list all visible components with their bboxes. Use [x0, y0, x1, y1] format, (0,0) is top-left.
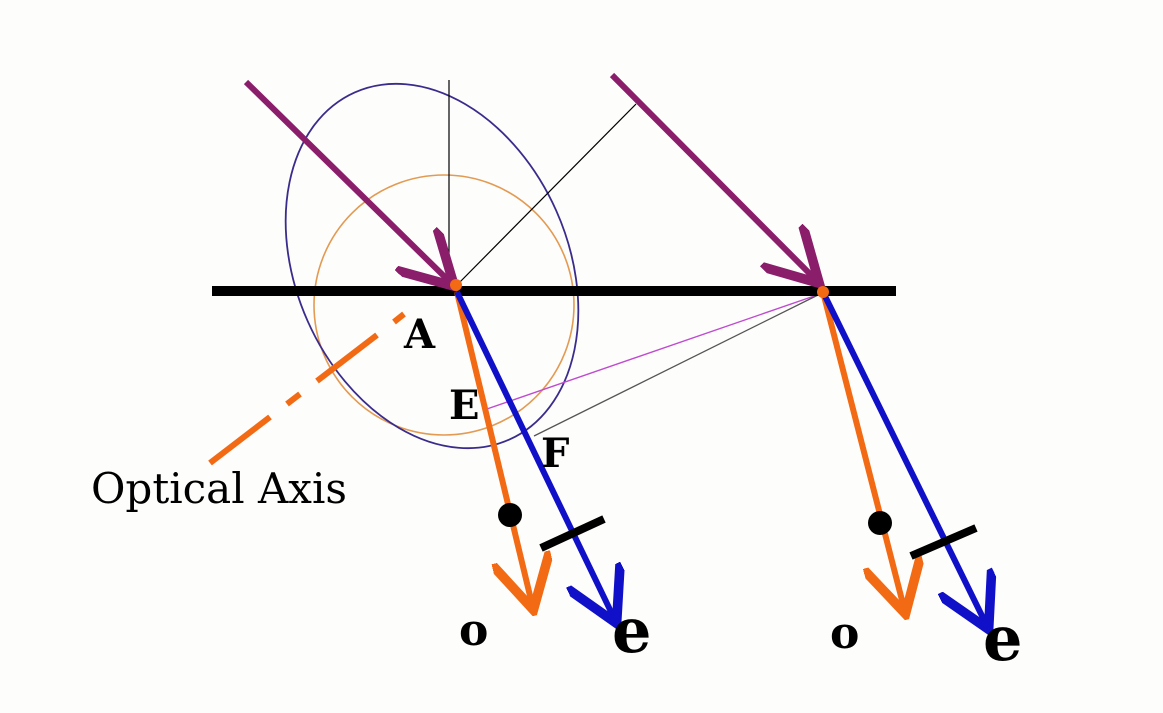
tangent-line-e — [483, 293, 821, 411]
label-optical-axis: Optical Axis — [91, 464, 347, 513]
label-point-e: E — [449, 382, 480, 429]
optical-axis-line — [208, 311, 406, 466]
extraordinary-ray-right — [820, 290, 986, 624]
incident-ray-right — [609, 72, 815, 279]
polarization-dot-left — [498, 503, 522, 527]
extraordinary-wavefront-ellipse — [284, 82, 580, 450]
ordinary-ray-right — [820, 291, 904, 608]
label-point-a: A — [403, 311, 436, 358]
polarization-dot-right — [868, 511, 892, 535]
polarization-bar-left — [539, 515, 606, 552]
incident-ray-left — [243, 79, 450, 282]
polarization-bar-right — [909, 524, 978, 560]
label-extraordinary-left: e — [612, 594, 651, 667]
extraordinary-ray-left — [454, 290, 614, 618]
tangent-line-f — [533, 293, 821, 437]
incidence-point-right — [817, 286, 829, 298]
label-ordinary-right: o — [830, 608, 859, 659]
ordinary-ray-left — [454, 291, 532, 604]
label-extraordinary-right: e — [983, 602, 1022, 675]
label-ordinary-left: o — [459, 605, 488, 656]
construction-line — [454, 103, 637, 288]
label-point-f: F — [541, 430, 569, 477]
ordinary-wavefront-circle — [313, 174, 575, 436]
incidence-point-left — [450, 279, 462, 291]
